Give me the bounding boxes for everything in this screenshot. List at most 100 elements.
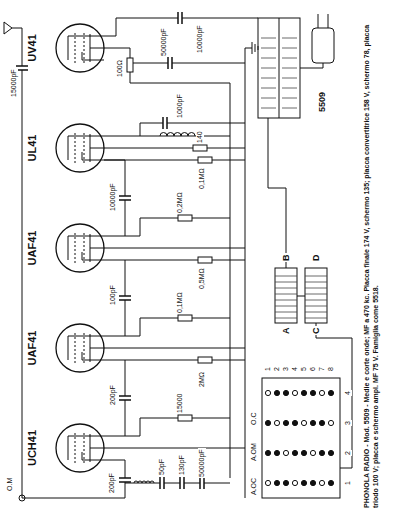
tube-label: UAF41 [26, 218, 39, 278]
winding [134, 481, 138, 483]
switch-contact [310, 390, 315, 395]
winding [305, 282, 327, 283]
capacitor-symbol [180, 477, 184, 489]
winding [261, 98, 276, 99]
component-value: 200pF [108, 472, 116, 494]
component-value: 8 [327, 366, 335, 372]
component-value: 50000pF [198, 448, 206, 478]
switch-contact [328, 420, 333, 425]
winding [160, 133, 167, 137]
switch-contact [310, 450, 315, 455]
switch-contact [265, 480, 270, 485]
resistor-symbol [178, 415, 192, 421]
component-value: 10000pF [196, 24, 204, 54]
winding [305, 276, 327, 277]
mains-transformer [258, 18, 300, 118]
winding [275, 294, 297, 295]
wire [316, 323, 352, 468]
resistor-symbol [127, 58, 133, 72]
winding [282, 48, 297, 49]
switch-contact [274, 450, 279, 455]
wire [230, 83, 231, 478]
winding [138, 481, 142, 483]
winding [275, 288, 297, 289]
switch-contact [301, 420, 306, 425]
wire [104, 248, 245, 249]
component-value: 140 [196, 130, 204, 144]
component-value: D [312, 254, 320, 263]
winding [275, 276, 297, 277]
wire [125, 260, 245, 261]
switch-contact [319, 390, 324, 395]
capacitor-symbol [119, 296, 131, 300]
winding [261, 108, 276, 109]
winding [167, 133, 174, 137]
winding [305, 288, 327, 289]
vacuum-tube: UV41 [26, 18, 105, 78]
component-value: 100Ω [116, 59, 124, 78]
winding [305, 312, 327, 313]
component-value: 6 [309, 366, 317, 372]
component-value: A [282, 327, 290, 336]
caption: PHONOLA RADIO - Mod. 5509 - Medie e cort… [362, 10, 380, 508]
component-value: A.OC [250, 477, 258, 496]
winding [282, 58, 297, 59]
component-value: 0,1MΩ [176, 291, 184, 314]
component-value: O.M [6, 477, 14, 492]
winding [305, 294, 327, 295]
wire [268, 118, 286, 268]
component-value: 200pF [109, 384, 117, 406]
resistor-symbol [178, 215, 192, 221]
capacitor-symbol [168, 57, 172, 69]
vacuum-tube: UAF41 [26, 318, 105, 378]
vacuum-tube: UCH41 [26, 418, 105, 478]
tube-label: UAF41 [26, 318, 39, 378]
winding [275, 312, 297, 313]
switch-contact [319, 420, 324, 425]
component-value: 5509 [318, 91, 326, 113]
switch-contact [283, 480, 288, 485]
component-value: B [282, 254, 290, 263]
switch-contact [328, 390, 333, 395]
switch-contact [283, 450, 288, 455]
switch-contact [301, 450, 306, 455]
resistor-symbol [198, 357, 212, 363]
winding [275, 306, 297, 307]
band-switch [262, 378, 340, 498]
component-value: 15000pF [10, 68, 18, 98]
switch-contact [319, 450, 324, 455]
winding [282, 38, 297, 39]
capacitor-symbol [160, 477, 164, 489]
winding [275, 318, 297, 319]
component-value: 0,5MΩ [198, 267, 206, 290]
wire [130, 63, 245, 64]
ground-symbol [245, 42, 258, 54]
switch-contact [265, 420, 270, 425]
switch-contact [292, 450, 297, 455]
tube-label: UCH41 [26, 418, 39, 478]
wire [104, 160, 125, 161]
winding [261, 78, 276, 79]
switch-contact [328, 480, 333, 485]
winding [305, 318, 327, 319]
wire [104, 348, 245, 349]
switch-contact [265, 450, 270, 455]
winding [142, 481, 146, 483]
component-value: 1 [264, 366, 272, 372]
component-value: 0,1MΩ [198, 167, 206, 190]
wire [104, 360, 125, 361]
component-value: 10000pF [109, 182, 117, 212]
switch-contact [310, 420, 315, 425]
mains-plug [312, 28, 334, 63]
winding [261, 58, 276, 59]
winding [261, 88, 276, 89]
resistor-symbol [198, 157, 212, 163]
component-value: 2 [344, 450, 352, 456]
component-value: 2MΩ [198, 371, 206, 388]
switch-contact [292, 480, 297, 485]
switch-contact [319, 480, 324, 485]
component-value: 2 [273, 366, 281, 372]
winding [146, 481, 150, 483]
component-value: 1000pF [176, 93, 184, 119]
wire [104, 260, 125, 261]
